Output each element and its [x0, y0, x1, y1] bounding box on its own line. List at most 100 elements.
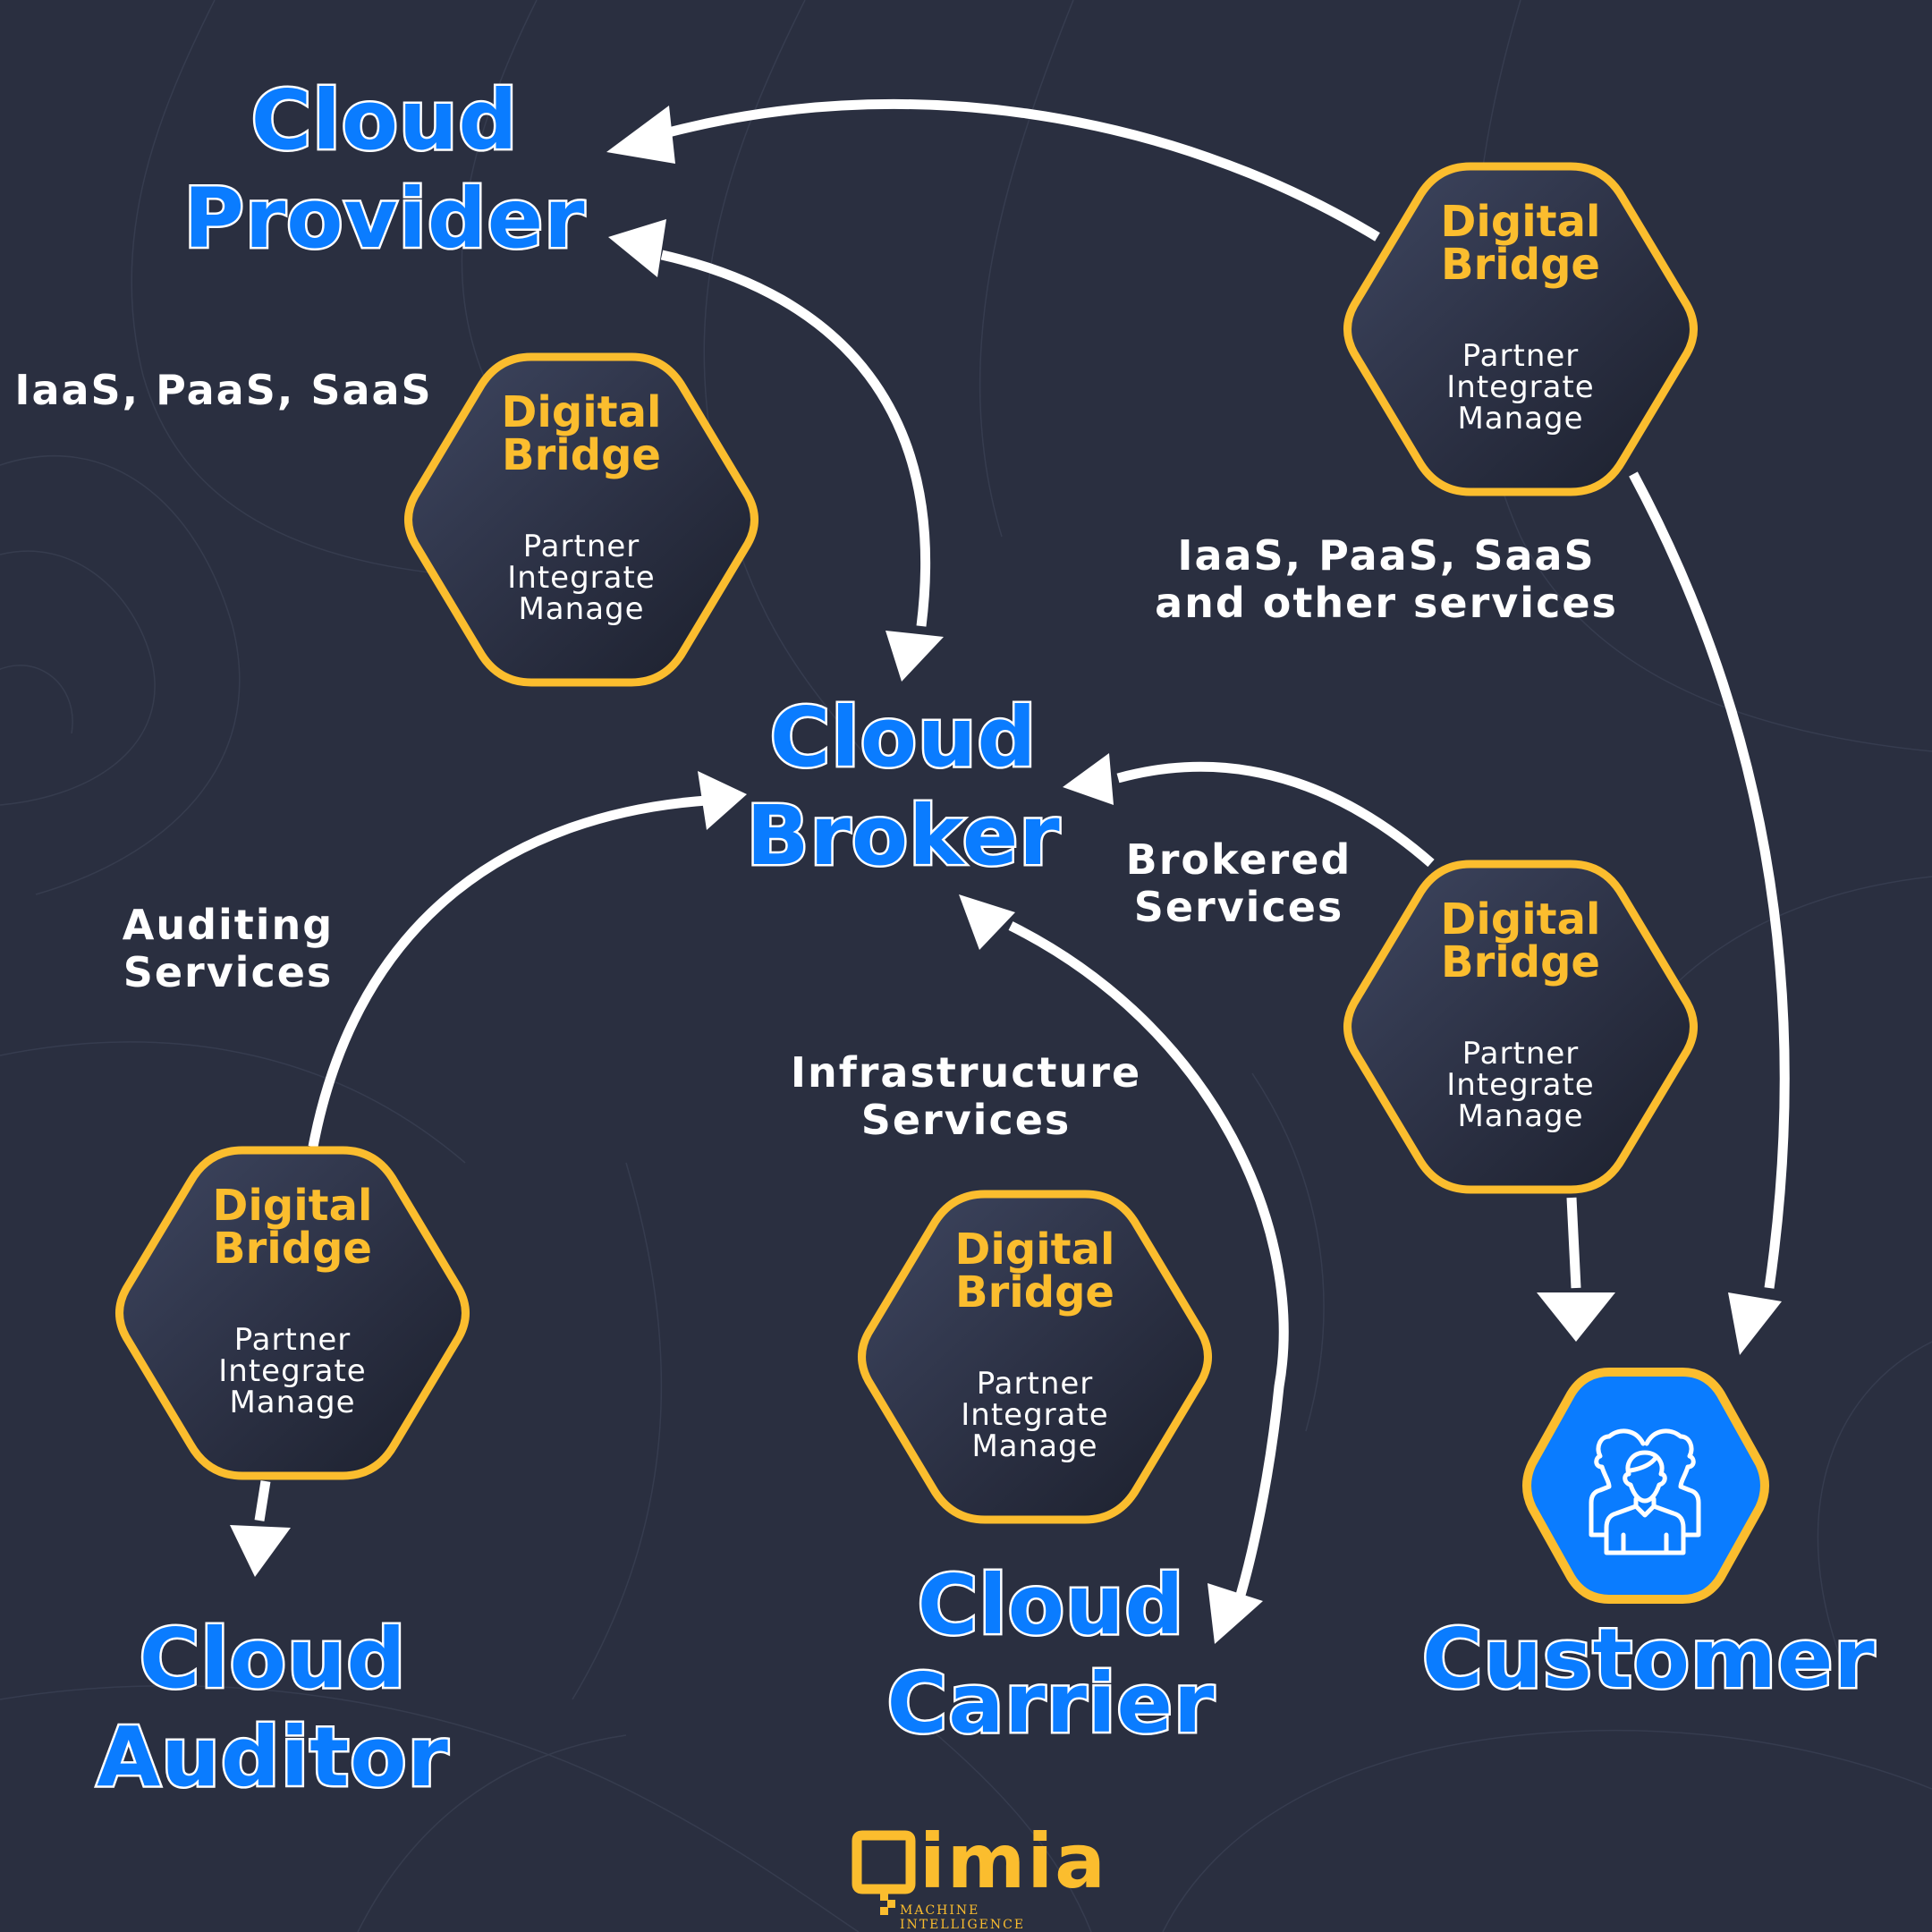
- arrowhead-carrier: [1208, 1583, 1263, 1644]
- label-brokered-services: Brokered Services: [1100, 836, 1377, 931]
- title-line: Digital: [212, 1181, 373, 1231]
- label-line: Services: [1133, 883, 1344, 931]
- arrowhead-provider-top: [606, 106, 675, 164]
- title-line: Bridge: [1441, 240, 1600, 290]
- arrowhead-customer-right: [1728, 1292, 1782, 1355]
- step-manage: Manage: [971, 1428, 1098, 1464]
- customer-hex: [1520, 1365, 1772, 1606]
- hexagon-shape: [404, 352, 758, 687]
- step-partner: Partner: [1462, 338, 1580, 374]
- arrow-broker-carrier: [1008, 921, 1289, 1603]
- label-line: Infrastructure: [790, 1048, 1142, 1097]
- step-partner: Partner: [976, 1366, 1094, 1402]
- label-line: Brokered: [1125, 835, 1352, 884]
- arrow-auditor-to-broker: [308, 795, 708, 1148]
- label-infrastructure-services: Infrastructure Services: [787, 1049, 1145, 1144]
- step-partner: Partner: [233, 1322, 352, 1358]
- step-partner: Partner: [522, 529, 640, 564]
- cloud-broker-line1: Cloud: [767, 688, 1038, 788]
- label-iaas-paas-saas: IaaS, PaaS, SaaS: [14, 366, 433, 414]
- title-line: Bridge: [502, 430, 661, 480]
- title-line: Bridge: [213, 1224, 372, 1274]
- label-iaas-paas-saas-other: IaaS, PaaS, SaaS and other services: [1154, 532, 1619, 627]
- step-manage: Manage: [518, 591, 645, 627]
- users-group-icon: [1589, 1428, 1701, 1555]
- cloud-provider-line1: Cloud: [249, 71, 520, 171]
- customer-hexagon-shape: [1522, 1368, 1769, 1604]
- cloud-carrier-line1: Cloud: [915, 1555, 1186, 1656]
- title-line: Digital: [501, 387, 662, 437]
- arrowhead-broker-right: [1063, 753, 1114, 805]
- title-line: Digital: [1440, 894, 1601, 945]
- hexagon-shape: [115, 1146, 470, 1480]
- arrowhead-broker-bottom: [959, 894, 1015, 950]
- arrowhead-broker-left: [698, 771, 747, 830]
- cloud-auditor-line1: Cloud: [137, 1609, 408, 1709]
- logo-wordmark: imia: [919, 1818, 1107, 1905]
- step-partner: Partner: [1462, 1036, 1580, 1072]
- logo-tagline: MACHINE INTELLIGENCE: [900, 1903, 1026, 1932]
- title-line: Bridge: [955, 1267, 1114, 1318]
- arrow-bridge-to-customer: [1629, 471, 1790, 1289]
- step-manage: Manage: [229, 1385, 356, 1420]
- step-integrate: Integrate: [1446, 1067, 1595, 1103]
- qimia-logo-mark-icon: [852, 1830, 916, 1915]
- hexagon-shape: [858, 1190, 1212, 1524]
- cloud-auditor-title: Cloud Auditor: [58, 1609, 487, 1808]
- title-line: Digital: [954, 1224, 1115, 1275]
- label-line: IaaS, PaaS, SaaS: [1177, 531, 1596, 580]
- hexagon-shape: [1343, 162, 1698, 496]
- arrow-bridge-down-to-customer: [1566, 1197, 1581, 1289]
- qimia-logo: imia MACHINE INTELLIGENCE: [850, 1821, 1106, 1932]
- arrow-bridge-to-auditor: [254, 1480, 271, 1521]
- label-line: Services: [860, 1096, 1072, 1144]
- customer-title: Customer: [1420, 1609, 1877, 1709]
- step-manage: Manage: [1457, 1098, 1584, 1134]
- cloud-carrier-title: Cloud Carrier: [836, 1555, 1266, 1754]
- cloud-carrier-line2: Carrier: [885, 1654, 1216, 1754]
- cloud-broker-line2: Broker: [744, 786, 1062, 886]
- label-auditing-services: Auditing Services: [85, 902, 371, 996]
- title-line: Bridge: [1441, 937, 1600, 987]
- step-manage: Manage: [1457, 401, 1584, 436]
- arrow-brokered-to-broker: [1116, 761, 1435, 868]
- step-integrate: Integrate: [507, 560, 656, 596]
- label-line: and other services: [1155, 579, 1618, 627]
- label-line: Auditing: [122, 901, 335, 949]
- arrowhead-customer-left: [1537, 1292, 1615, 1342]
- arrow-bridge-to-provider-top: [660, 98, 1380, 242]
- flow-arrows: [254, 98, 1790, 1603]
- customer-line1: Customer: [1420, 1609, 1877, 1709]
- step-integrate: Integrate: [961, 1397, 1109, 1433]
- arrowhead-broker-top: [886, 631, 944, 682]
- cloud-provider-line2: Provider: [182, 169, 587, 269]
- step-integrate: Integrate: [1446, 369, 1595, 405]
- arrowhead-auditor: [230, 1525, 291, 1577]
- arrow-provider-broker: [660, 250, 930, 627]
- cloud-auditor-line2: Auditor: [95, 1707, 451, 1808]
- cloud-broker-title: Cloud Broker: [689, 688, 1118, 886]
- step-integrate: Integrate: [218, 1353, 367, 1389]
- title-line: Digital: [1440, 197, 1601, 247]
- arrow-heads: [230, 106, 1782, 1644]
- cloud-provider-title: Cloud Provider: [170, 71, 599, 269]
- label-line: Services: [123, 948, 334, 996]
- hexagon-shape: [1343, 860, 1698, 1194]
- arrowhead-provider-mid: [608, 219, 666, 277]
